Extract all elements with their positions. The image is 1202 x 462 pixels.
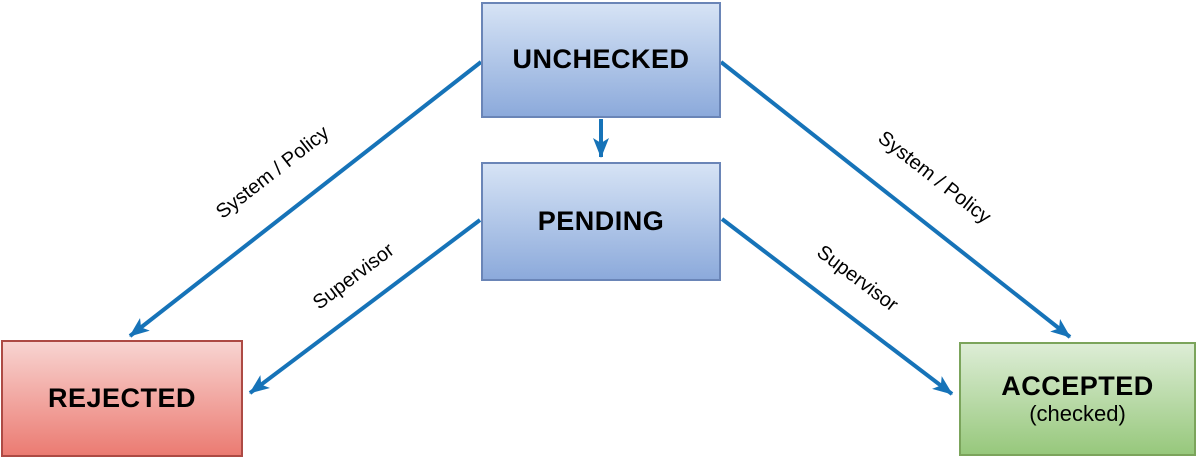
- node-accepted: ACCEPTED (checked): [959, 342, 1196, 456]
- node-accepted-label: ACCEPTED: [1001, 370, 1154, 401]
- edge-unchecked-to-rejected: [128, 60, 483, 338]
- node-rejected-label: REJECTED: [47, 382, 197, 413]
- node-unchecked: UNCHECKED: [481, 2, 721, 118]
- edge-pending-to-rejected: [248, 218, 482, 395]
- node-rejected: REJECTED: [1, 340, 243, 457]
- node-accepted-sublabel: (checked): [1029, 401, 1126, 427]
- node-unchecked-label: UNCHECKED: [512, 44, 690, 75]
- node-pending: PENDING: [481, 162, 721, 281]
- node-pending-label: PENDING: [537, 205, 665, 236]
- edge-pending-to-accepted: [720, 217, 954, 396]
- edge-unchecked-to-accepted: [719, 60, 1072, 339]
